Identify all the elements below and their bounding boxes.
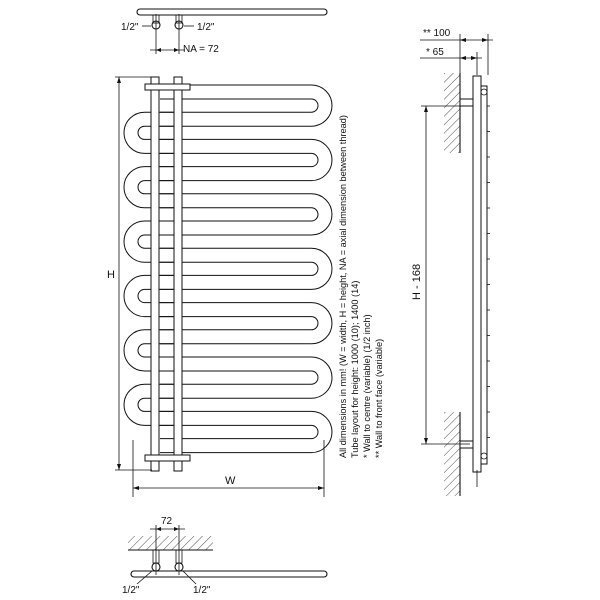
tube-bend — [160, 247, 333, 290]
top-wall-clip — [144, 83, 191, 91]
tube-bend — [160, 356, 333, 399]
note-line: Tube layout for height: 1000 (10); 1400 … — [350, 280, 360, 458]
tube-bend — [123, 111, 175, 154]
top-view: 1/2" 1/2" NA = 72 — [121, 8, 328, 55]
dimension-notes: All dimensions in mm! (W = width, H = he… — [337, 18, 407, 458]
side-collector-pipe — [472, 75, 482, 473]
bottom-wall-hatch — [128, 536, 213, 550]
towel-rail-tubes — [123, 84, 333, 454]
bottom-left-thread-label: 1/2" — [122, 585, 140, 596]
note-line: * Wall to centre (variable) (1/2 inch) — [362, 314, 372, 458]
left-collector-pipe — [150, 76, 160, 472]
mounting-clips — [144, 83, 191, 462]
tube-bend — [160, 302, 333, 345]
tube-bend — [123, 220, 175, 263]
tube-bend — [160, 84, 333, 127]
wall-to-centre-label: * 65 — [426, 47, 444, 58]
bottom-view: 72 1/2" 1/2" — [122, 516, 328, 596]
tube-bend — [123, 383, 175, 426]
side-bottom-connection — [480, 452, 488, 460]
tube-bend — [123, 166, 175, 209]
axial-spacing-label: NA = 72 — [183, 44, 219, 55]
front-view: H W — [107, 76, 333, 497]
top-view-rail — [136, 8, 328, 16]
width-label: W — [225, 475, 236, 487]
note-line: ** Wall to front face (variable) — [374, 338, 384, 458]
side-bracket-top — [459, 98, 474, 107]
side-tube-profile — [480, 85, 488, 465]
tube-bend — [160, 410, 333, 454]
top-right-thread-label: 1/2" — [197, 22, 215, 33]
wall-to-front-label: ** 100 — [423, 28, 451, 39]
height-label: H — [107, 269, 115, 281]
bottom-view-rail — [130, 570, 328, 578]
side-wall-hatch-bottom — [444, 412, 460, 496]
side-bracket-bottom — [459, 440, 474, 449]
bottom-wall-clip — [144, 454, 191, 462]
side-wall-hatch-top — [444, 73, 460, 153]
note-line: All dimensions in mm! (W = width, H = he… — [338, 115, 348, 458]
tube-bend — [123, 274, 175, 318]
tube-bend — [123, 329, 175, 372]
side-top-connection — [480, 88, 488, 96]
bottom-right-thread-label: 1/2" — [193, 585, 211, 596]
right-collector-pipe — [173, 76, 183, 472]
tube-bend — [160, 138, 333, 182]
side-tube-ticks — [487, 105, 490, 438]
tube-bend — [160, 193, 333, 236]
bottom-spacing-label: 72 — [161, 516, 173, 527]
top-left-thread-label: 1/2" — [121, 22, 139, 33]
bracket-distance-label: H - 168 — [411, 264, 423, 300]
side-view: ** 100 * 65 H - 168 — [411, 28, 493, 496]
